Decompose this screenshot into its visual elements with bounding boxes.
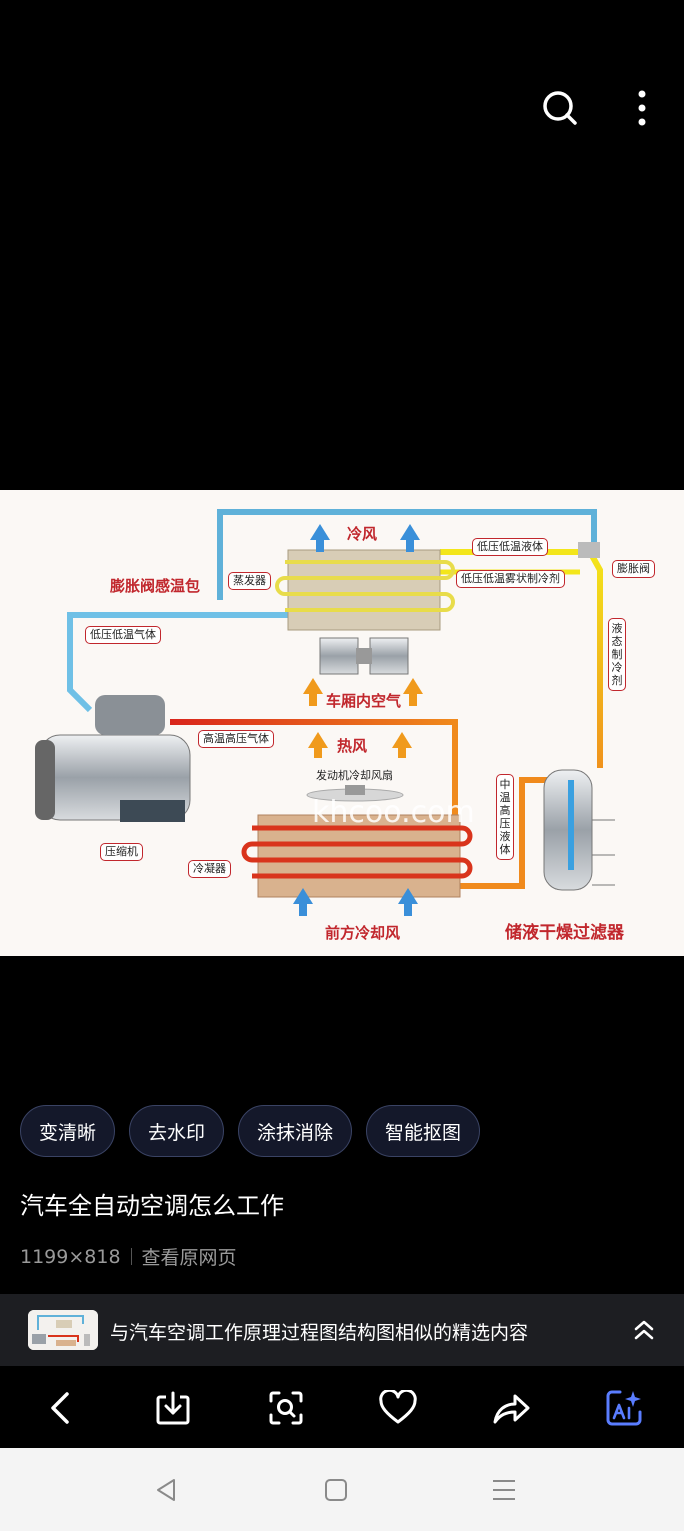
label-evaporator: 蒸发器 — [228, 572, 271, 590]
chevron-up-double-icon[interactable] — [628, 1314, 660, 1346]
view-source-link[interactable]: 查看原网页 — [141, 1247, 237, 1269]
label-thermo-bulb: 膨胀阀感温包 — [110, 577, 201, 595]
heart-icon[interactable] — [376, 1386, 420, 1430]
search-icon[interactable] — [538, 86, 582, 130]
ac-diagram-image[interactable]: 冷风 膨胀阀感温包 蒸发器 低压低温液体 低压低温雾状制冷剂 膨胀阀 低压低温气… — [0, 490, 684, 956]
more-vertical-icon[interactable] — [620, 86, 664, 130]
image-title: 汽车全自动空调怎么工作 — [20, 1192, 284, 1220]
chip-erase[interactable]: 涂抹消除 — [238, 1105, 353, 1157]
image-meta: 1199×818 查看原网页 — [20, 1243, 237, 1270]
download-icon[interactable] — [151, 1386, 195, 1430]
chip-enhance[interactable]: 变清晰 — [20, 1105, 116, 1157]
label-cabin-air: 车厢内空气 — [326, 692, 402, 710]
label-mid-temp-liquid: 中温高压液体 — [496, 774, 514, 860]
back-icon[interactable] — [38, 1386, 82, 1430]
label-cold-air: 冷风 — [347, 525, 378, 543]
watermark: khcoo.com — [312, 795, 475, 830]
label-low-temp-liquid: 低压低温液体 — [472, 538, 548, 556]
label-hot-air: 热风 — [337, 737, 368, 755]
back-triangle-icon[interactable] — [150, 1474, 182, 1506]
chip-remove-watermark[interactable]: 去水印 — [129, 1105, 225, 1157]
label-compressor: 压缩机 — [100, 843, 143, 861]
ai-image-icon[interactable] — [602, 1386, 646, 1430]
share-icon[interactable] — [489, 1386, 533, 1430]
system-navigation-bar — [0, 1448, 684, 1531]
label-high-temp-gas: 高温高压气体 — [198, 730, 274, 748]
divider — [130, 1248, 132, 1265]
image-size: 1199×818 — [20, 1245, 121, 1268]
label-receiver-drier: 储液干燥过滤器 — [505, 923, 624, 943]
label-expansion-valve: 膨胀阀 — [612, 560, 655, 578]
label-low-temp-mist: 低压低温雾状制冷剂 — [456, 570, 565, 588]
label-front-cooling-air: 前方冷却风 — [325, 924, 401, 942]
recents-menu-icon[interactable] — [488, 1474, 520, 1506]
lens-search-icon[interactable] — [264, 1386, 308, 1430]
similar-content-text: 与汽车空调工作原理过程图结构图相似的精选内容 — [110, 1322, 529, 1344]
image-toolbar — [0, 1366, 684, 1448]
label-condenser: 冷凝器 — [188, 860, 231, 878]
chip-cutout[interactable]: 智能抠图 — [366, 1105, 481, 1157]
thumbnail-image — [28, 1310, 98, 1350]
similar-content-bar[interactable]: 与汽车空调工作原理过程图结构图相似的精选内容 — [0, 1294, 684, 1366]
label-low-temp-gas: 低压低温气体 — [85, 626, 161, 644]
label-engine-fan: 发动机冷却风扇 — [316, 769, 393, 782]
label-liquid-refrigerant: 液态制冷剂 — [608, 618, 626, 691]
home-square-icon[interactable] — [320, 1474, 352, 1506]
edit-chips: 变清晰 去水印 涂抹消除 智能抠图 — [20, 1105, 481, 1157]
